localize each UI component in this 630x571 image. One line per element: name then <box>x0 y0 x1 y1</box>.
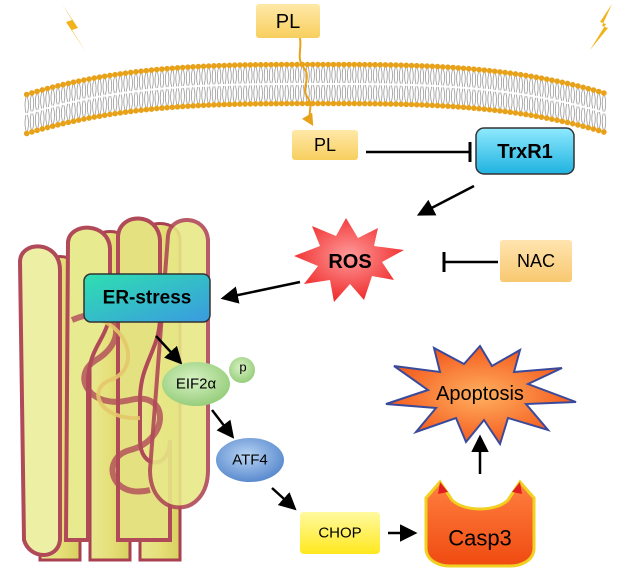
ros-node: ROS <box>294 218 404 302</box>
cell-membrane <box>23 61 607 137</box>
ros-to-er-stress-arrow <box>220 280 301 304</box>
pl-inside-node: PL <box>292 130 358 160</box>
atf4-to-chop-arrow <box>271 487 297 511</box>
eif2a-node: EIF2α p <box>162 357 255 406</box>
pl-translocation-arrow <box>298 37 314 127</box>
er-stress-label: ER-stress <box>103 288 192 309</box>
nac-label: NAC <box>517 251 555 271</box>
casp3-node: Casp3 <box>424 479 536 568</box>
er-stress-node: ER-stress <box>83 273 211 323</box>
nac-inhibits-ros <box>442 252 498 272</box>
lightning-icon-left <box>62 4 86 52</box>
trxr1-node: TrxR1 <box>475 127 575 175</box>
phosphate-label: p <box>239 360 246 375</box>
chop-node: CHOP <box>300 512 380 554</box>
lightning-icon-right <box>590 4 612 50</box>
casp3-label: Casp3 <box>448 526 512 551</box>
atf4-label: ATF4 <box>232 452 268 469</box>
phosphate-node <box>229 357 255 383</box>
apoptosis-node: Apoptosis <box>385 344 577 447</box>
apoptosis-label: Apoptosis <box>436 383 524 405</box>
atf4-node: ATF4 <box>216 438 284 482</box>
pl-inhibits-trxr1 <box>366 142 472 162</box>
trxr1-label: TrxR1 <box>497 141 553 163</box>
pl-outside-node: PL <box>256 4 320 38</box>
eif2a-to-atf4-arrow <box>211 409 235 439</box>
pl-inside-label: PL <box>314 135 336 155</box>
eif2a-label: EIF2α <box>176 376 217 393</box>
ros-label: ROS <box>328 251 371 273</box>
pl-outside-label: PL <box>276 11 300 33</box>
nac-node: NAC <box>500 240 572 282</box>
chop-label: CHOP <box>318 525 361 542</box>
er-stress-to-eif2a-arrow <box>155 335 183 365</box>
trxr1-to-ros-arrow <box>416 184 475 216</box>
